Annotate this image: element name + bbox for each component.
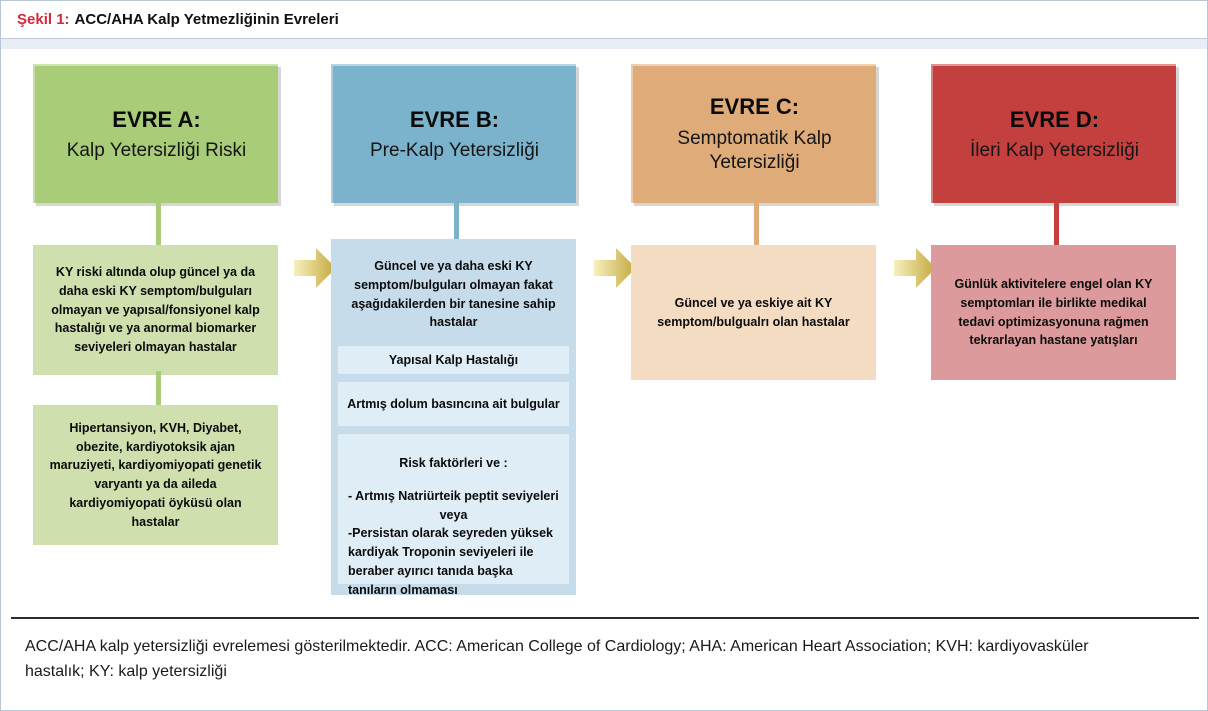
stage-d-label: EVRE D: (1009, 106, 1100, 132)
figure-number-label: Şekil 1: (17, 11, 70, 28)
stage-b-intro-text: Güncel ve ya daha eski KY semptom/bulgul… (351, 259, 556, 330)
figure-canvas: EVRE A: Kalp Yetersizliği Riski KY riski… (11, 49, 1199, 619)
stage-a-connector-bottom (156, 371, 161, 409)
title-strip-divider (1, 39, 1207, 49)
stage-b-risk-heading: Risk faktörleri ve : (399, 456, 508, 470)
stage-a-body-1-text: KY riski altında olup güncel ya da daha … (51, 265, 260, 355)
stage-b-connector-top (454, 203, 459, 243)
stage-d-subtitle: İleri Kalp Yetersizliği (970, 140, 1139, 162)
stage-c-header: EVRE C: Semptomatik Kalp Yetersizliği (631, 64, 876, 203)
stage-a-header: EVRE A: Kalp Yetersizliği Riski (33, 64, 278, 203)
stage-b-risk-line-1: - Artmış Natriürteik peptit seviyeleri (348, 488, 559, 503)
stage-b-item-1: Yapısal Kalp Hastalığı (338, 346, 569, 374)
stage-b-header: EVRE B: Pre-Kalp Yetersizliği (331, 64, 576, 203)
stage-b-risk-line-2: -Persistan olarak seyreden yüksek kardiy… (348, 526, 553, 597)
stage-a-body-1: KY riski altında olup güncel ya da daha … (33, 245, 278, 375)
stage-c-subtitle: Semptomatik Kalp Yetersizliği (677, 127, 832, 174)
arrow-right-icon-a-to-b (294, 246, 336, 290)
stage-a-label: EVRE A: (112, 106, 201, 132)
stage-a-connector-top (156, 203, 161, 253)
stage-b-label: EVRE B: (409, 106, 500, 132)
stage-d-body-1: Günlük aktivitelere engel olan KY sempto… (931, 245, 1176, 380)
stage-d-body-1-text: Günlük aktivitelere engel olan KY sempto… (954, 277, 1153, 348)
figure-caption: ACC/AHA kalp yetersizliği evrelemesi gös… (11, 627, 1199, 702)
stage-b-subtitle: Pre-Kalp Yetersizliği (370, 140, 539, 162)
stage-c-body-1: Güncel ve ya eskiye ait KY semptom/bulgu… (631, 245, 876, 380)
arrow-right-icon-b-to-c (594, 246, 636, 290)
stage-a-body-2: Hipertansiyon, KVH, Diyabet, obezite, ka… (33, 405, 278, 545)
figure-title-bar: Şekil 1: ACC/AHA Kalp Yetmezliğinin Evre… (1, 1, 1207, 39)
arrow-right-icon-c-to-d (894, 246, 936, 290)
stage-a-subtitle: Kalp Yetersizliği Riski (66, 140, 247, 162)
stage-c-body-1-text: Güncel ve ya eskiye ait KY semptom/bulgu… (657, 295, 850, 329)
stage-c-connector-top (754, 203, 759, 253)
stage-b-panel: Güncel ve ya daha eski KY semptom/bulgul… (331, 239, 576, 597)
stage-b-item-3: Risk faktörleri ve : - Artmış Natriürtei… (338, 434, 569, 597)
figure-caption-text: ACC/AHA kalp yetersizliği evrelemesi gös… (25, 638, 1089, 680)
stage-d-connector-top (1054, 203, 1059, 253)
figure-title-text: ACC/AHA Kalp Yetmezliğinin Evreleri (74, 11, 339, 28)
stage-d-header: EVRE D: İleri Kalp Yetersizliği (931, 64, 1176, 203)
stage-c-label: EVRE C: (709, 94, 800, 120)
stage-b-item-2: Artmış dolum basıncına ait bulgular (338, 382, 569, 426)
stage-a-body-2-text: Hipertansiyon, KVH, Diyabet, obezite, ka… (49, 420, 262, 529)
stage-b-risk-line-1b: veya (439, 507, 468, 522)
